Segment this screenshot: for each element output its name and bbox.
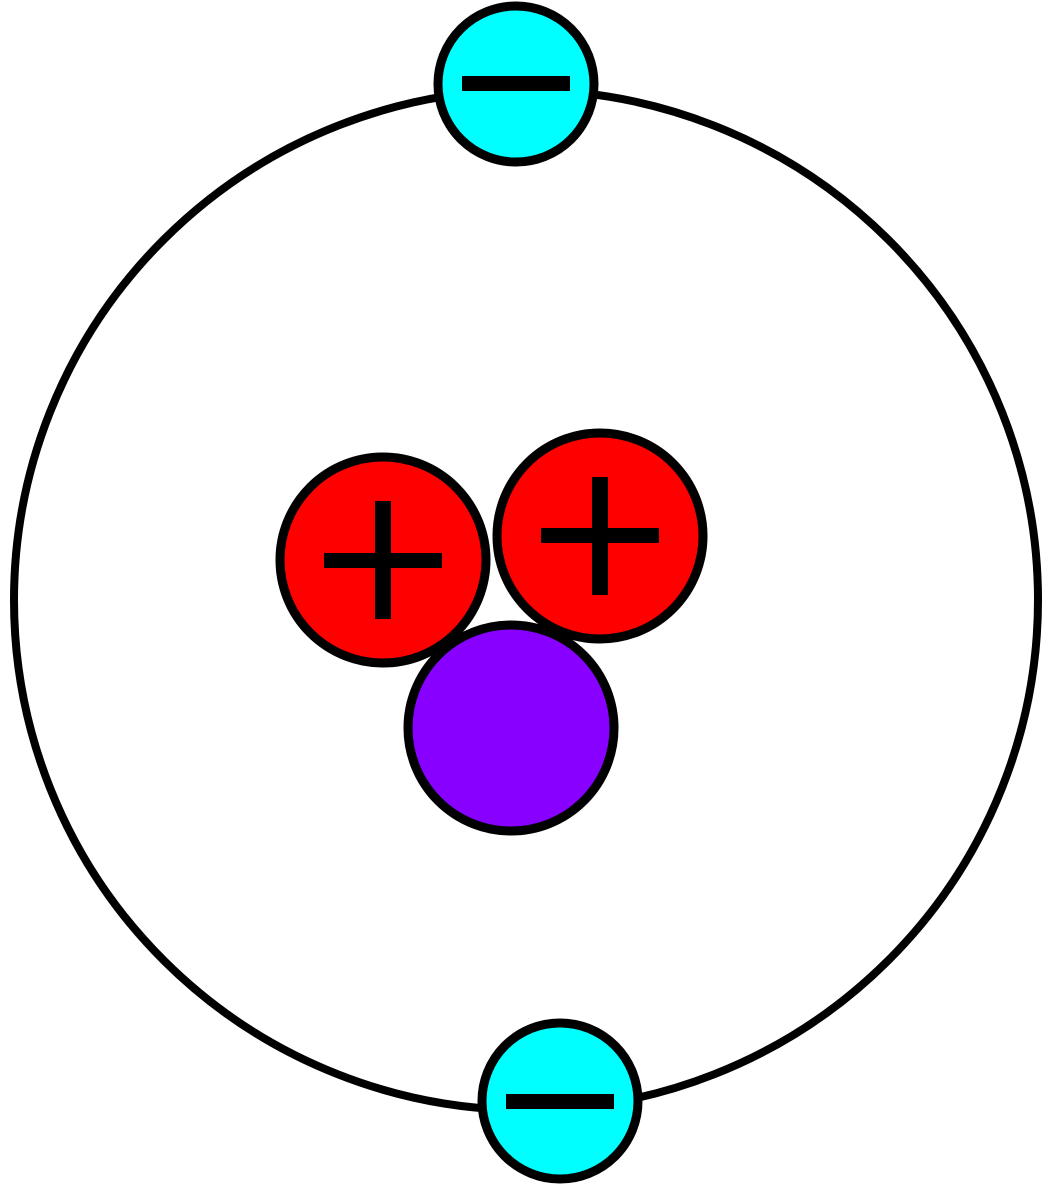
proton-left (275, 452, 491, 668)
electron-bottom (477, 1018, 643, 1184)
neutron (403, 620, 619, 836)
minus-icon (506, 1094, 614, 1109)
plus-icon (541, 477, 659, 595)
minus-icon (462, 76, 570, 91)
electron-top (433, 1, 599, 167)
plus-icon (324, 501, 442, 619)
proton-right (492, 428, 708, 644)
